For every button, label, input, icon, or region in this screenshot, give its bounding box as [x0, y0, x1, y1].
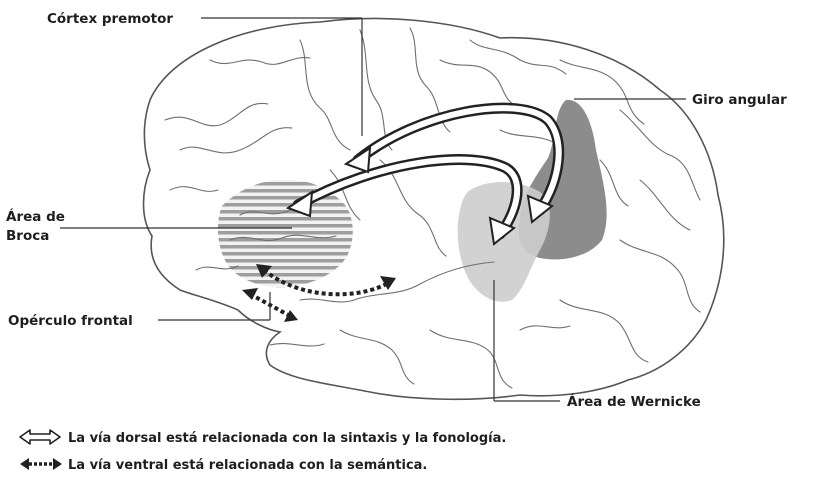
legend: La vía dorsal está relacionada con la si…: [19, 429, 506, 473]
wernicke-region: [457, 181, 550, 302]
legend-ventral-text: La vía ventral está relacionada con la s…: [68, 458, 427, 473]
label-wernicke: Área de Wernicke: [567, 393, 701, 410]
ventral-legend-icon: [20, 458, 62, 470]
dorsal-arrowhead: [488, 216, 516, 246]
legend-dorsal-text: La vía dorsal está relacionada con la si…: [68, 431, 506, 446]
label-premotor: Córtex premotor: [47, 11, 173, 27]
dorsal-legend-icon: [19, 429, 61, 445]
dorsal-arrowhead: [285, 190, 314, 218]
broca-region: [217, 179, 353, 288]
dorsal-arrowhead: [526, 194, 554, 224]
label-operculum: Opérculo frontal: [8, 313, 133, 329]
dorsal-pathway: [285, 102, 565, 246]
label-broca-line1: Área de: [6, 208, 65, 225]
label-broca-line2: Broca: [6, 228, 49, 244]
label-angular-gyrus: Giro angular: [692, 92, 787, 108]
dorsal-arrowhead: [343, 146, 372, 174]
